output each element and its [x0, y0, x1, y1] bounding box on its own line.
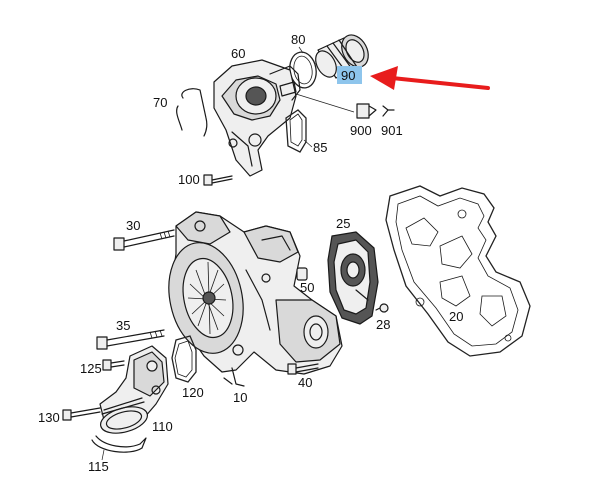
label-25[interactable]: 25 [336, 216, 350, 231]
part-125-bolt[interactable] [102, 359, 125, 371]
part-20-gasket[interactable] [385, 185, 531, 357]
part-70-clip[interactable] [176, 88, 208, 137]
label-115[interactable]: 115 [88, 459, 109, 474]
part-115-clamp[interactable] [91, 435, 147, 453]
part-110-inlet-elbow[interactable] [98, 345, 169, 438]
part-120-gasket[interactable] [171, 335, 197, 383]
part-28-screw[interactable] [375, 303, 389, 313]
part-25-cover-plate[interactable] [327, 231, 379, 325]
label-125[interactable]: 125 [80, 361, 102, 376]
part-40-bolt[interactable] [287, 363, 319, 375]
part-30-bolt[interactable] [113, 229, 175, 251]
label-60[interactable]: 60 [231, 46, 245, 61]
label-100[interactable]: 100 [178, 172, 200, 187]
label-130[interactable]: 130 [38, 410, 60, 425]
label-80[interactable]: 80 [291, 32, 305, 47]
part-130-bolt[interactable] [62, 407, 101, 421]
part-50-dowel[interactable] [296, 267, 308, 281]
label-110[interactable]: 110 [152, 419, 173, 434]
part-10-water-pump-body[interactable] [159, 211, 343, 387]
label-50[interactable]: 50 [300, 280, 314, 295]
label-120[interactable]: 120 [182, 385, 204, 400]
label-35[interactable]: 35 [116, 318, 130, 333]
label-10[interactable]: 10 [233, 390, 247, 405]
red-arrow-icon [370, 66, 490, 90]
label-90[interactable]: 90 [341, 68, 355, 83]
label-900[interactable]: 900 [350, 123, 372, 138]
label-28[interactable]: 28 [376, 317, 390, 332]
label-85[interactable]: 85 [313, 140, 327, 155]
label-901[interactable]: 901 [381, 123, 403, 138]
part-900-sensor[interactable] [356, 103, 377, 119]
label-70[interactable]: 70 [153, 95, 167, 110]
part-35-bolt[interactable] [96, 329, 165, 350]
label-20[interactable]: 20 [449, 309, 463, 324]
label-90-highlight [337, 66, 362, 84]
part-85-gasket[interactable] [285, 109, 307, 153]
part-100-bolt[interactable] [203, 174, 233, 186]
label-40[interactable]: 40 [298, 375, 312, 390]
part-901-clip[interactable] [382, 105, 395, 117]
part-60-thermostat-housing[interactable] [213, 59, 301, 177]
label-30[interactable]: 30 [126, 218, 140, 233]
